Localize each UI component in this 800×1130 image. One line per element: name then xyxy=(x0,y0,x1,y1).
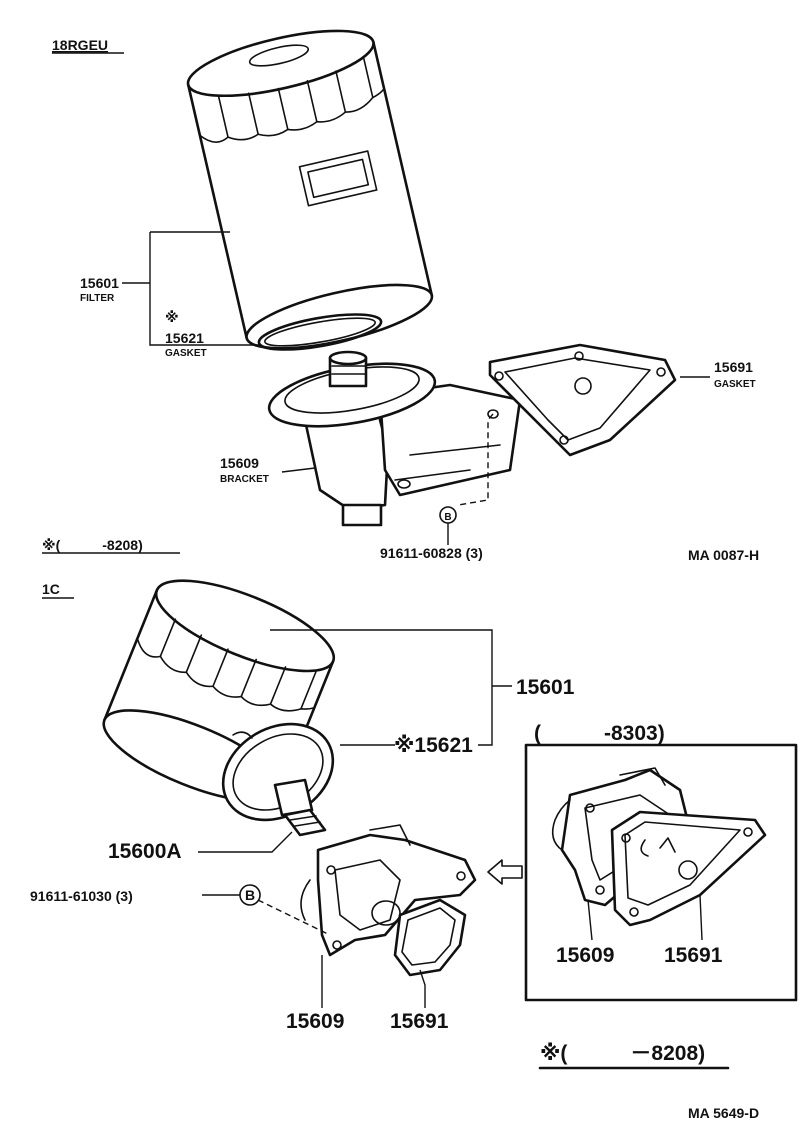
top-gasket-name: GASKET xyxy=(165,348,207,359)
bottom-gasket-number: ※15621 xyxy=(394,734,473,757)
top-filter-name: FILTER xyxy=(80,293,115,304)
inset-pointer-arrow xyxy=(487,859,523,885)
bottom-section-title: 1C xyxy=(42,581,60,597)
inset-gasket-number: 15691 xyxy=(664,944,723,967)
inset-title: ( -8303) xyxy=(534,722,665,745)
bottom-note: ※( －8208) xyxy=(540,1042,705,1065)
bottom-filter-number: 15601 xyxy=(516,676,575,699)
bottom-gasket2-number: 15691 xyxy=(390,1010,449,1033)
bottom-bracket-illustration xyxy=(300,824,477,957)
bottom-union-number: 15600A xyxy=(108,840,182,863)
top-gasket2-name: GASKET xyxy=(714,379,756,390)
top-filter-number: 15601 xyxy=(80,275,119,291)
top-bracket-number: 15609 xyxy=(220,455,259,471)
top-bracket-name: BRACKET xyxy=(220,474,269,485)
top-filter-illustration xyxy=(186,29,434,350)
top-bolt-circle-label: B xyxy=(444,512,451,523)
top-gasket-number: 15621 xyxy=(165,330,204,346)
bottom-bolt-circle-label: B xyxy=(245,887,255,903)
inset-box: ( -8303) 15609 15691 xyxy=(524,722,798,1002)
bottom-bracket-number: 15609 xyxy=(286,1010,344,1033)
bottom-code: MA 5649-D xyxy=(688,1105,759,1121)
inset-bracket-number: 15609 xyxy=(556,944,614,967)
top-gasket-ring xyxy=(257,313,383,351)
top-bolt-number: 91611-60828 (3) xyxy=(380,545,483,561)
top-gasket2-number: 15691 xyxy=(714,359,753,375)
bottom-union-illustration xyxy=(273,778,327,837)
top-code: MA 0087-H xyxy=(688,547,759,563)
bottom-bolt-number: 91611-61030 (3) xyxy=(30,888,133,904)
top-bracket-illustration xyxy=(267,350,522,527)
top-section-title: 18RGEU xyxy=(52,37,108,53)
top-note: ※( -8208) xyxy=(42,537,143,553)
top-gasket-mark: ※ xyxy=(165,309,179,325)
top-gasket-plate-illustration xyxy=(488,343,677,457)
